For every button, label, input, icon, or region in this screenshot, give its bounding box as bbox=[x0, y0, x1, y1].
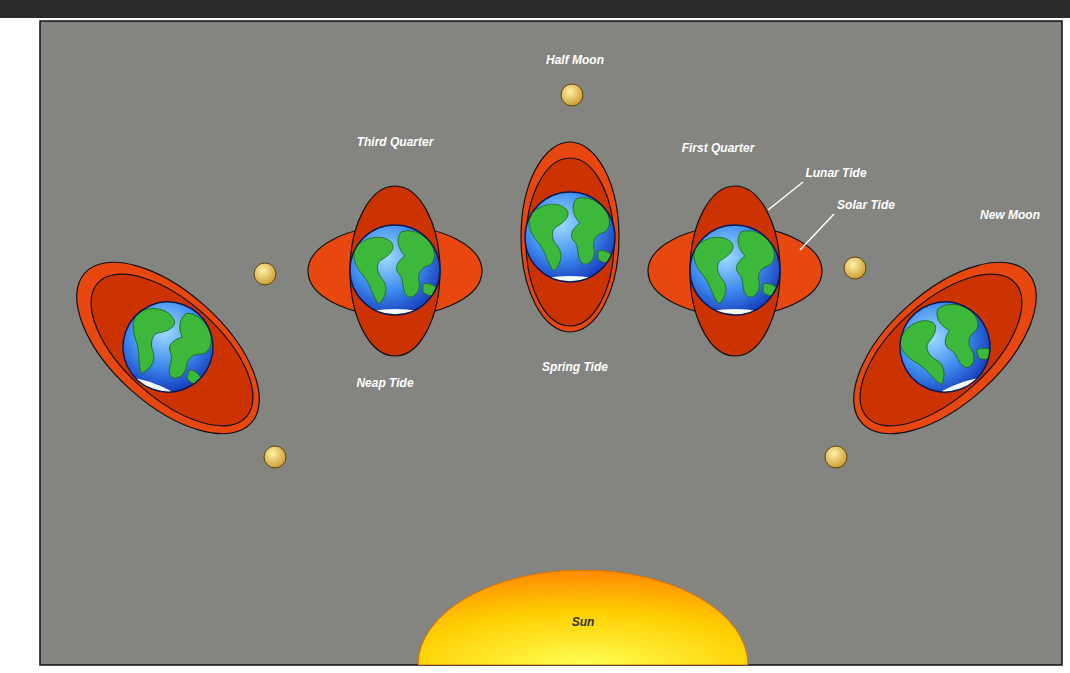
solar-tide-bulge bbox=[308, 226, 482, 316]
solar-tide-bulge bbox=[648, 226, 822, 316]
top-bar bbox=[0, 0, 1070, 18]
earth bbox=[350, 225, 440, 325]
lunar-tide-bulge bbox=[690, 186, 780, 356]
label: Neap Tide bbox=[356, 376, 413, 390]
earth bbox=[107, 289, 226, 414]
label: Third Quarter bbox=[357, 135, 434, 149]
earth bbox=[887, 289, 1006, 414]
ice-cap bbox=[703, 309, 767, 325]
label: Solar Tide bbox=[837, 198, 895, 212]
sun: Sun bbox=[418, 570, 748, 665]
earth bbox=[525, 192, 615, 292]
lunar-tide-bulge bbox=[350, 186, 440, 356]
lunar-tide-bulge bbox=[66, 247, 279, 452]
continent bbox=[354, 237, 393, 304]
solar-tide-bulge bbox=[521, 142, 619, 332]
solar-tide-bulge bbox=[824, 231, 1065, 464]
solar-tide-bulge bbox=[47, 231, 288, 464]
moon bbox=[254, 263, 276, 285]
leader-line bbox=[800, 214, 834, 250]
continent bbox=[694, 237, 733, 304]
continent bbox=[160, 311, 218, 386]
label: Spring Tide bbox=[542, 360, 608, 374]
lunar-tide-bulge bbox=[526, 158, 614, 326]
moon bbox=[825, 446, 847, 468]
continent bbox=[529, 204, 568, 271]
sun-disc bbox=[418, 570, 748, 665]
sun-label: Sun bbox=[572, 615, 595, 629]
continent bbox=[118, 302, 178, 378]
continent bbox=[933, 297, 991, 372]
label: First Quarter bbox=[682, 141, 755, 155]
earth bbox=[690, 225, 780, 325]
label: Lunar Tide bbox=[805, 166, 866, 180]
continent bbox=[976, 345, 995, 362]
moon bbox=[264, 446, 286, 468]
moon bbox=[561, 84, 583, 106]
leader-line bbox=[768, 182, 803, 210]
label: Half Moon bbox=[546, 53, 604, 67]
lunar-tide-bulge bbox=[835, 247, 1048, 452]
label: New Moon bbox=[980, 208, 1040, 222]
moon bbox=[844, 257, 866, 279]
ice-cap bbox=[363, 309, 427, 325]
panel bbox=[40, 21, 1062, 665]
ice-cap bbox=[538, 276, 602, 292]
